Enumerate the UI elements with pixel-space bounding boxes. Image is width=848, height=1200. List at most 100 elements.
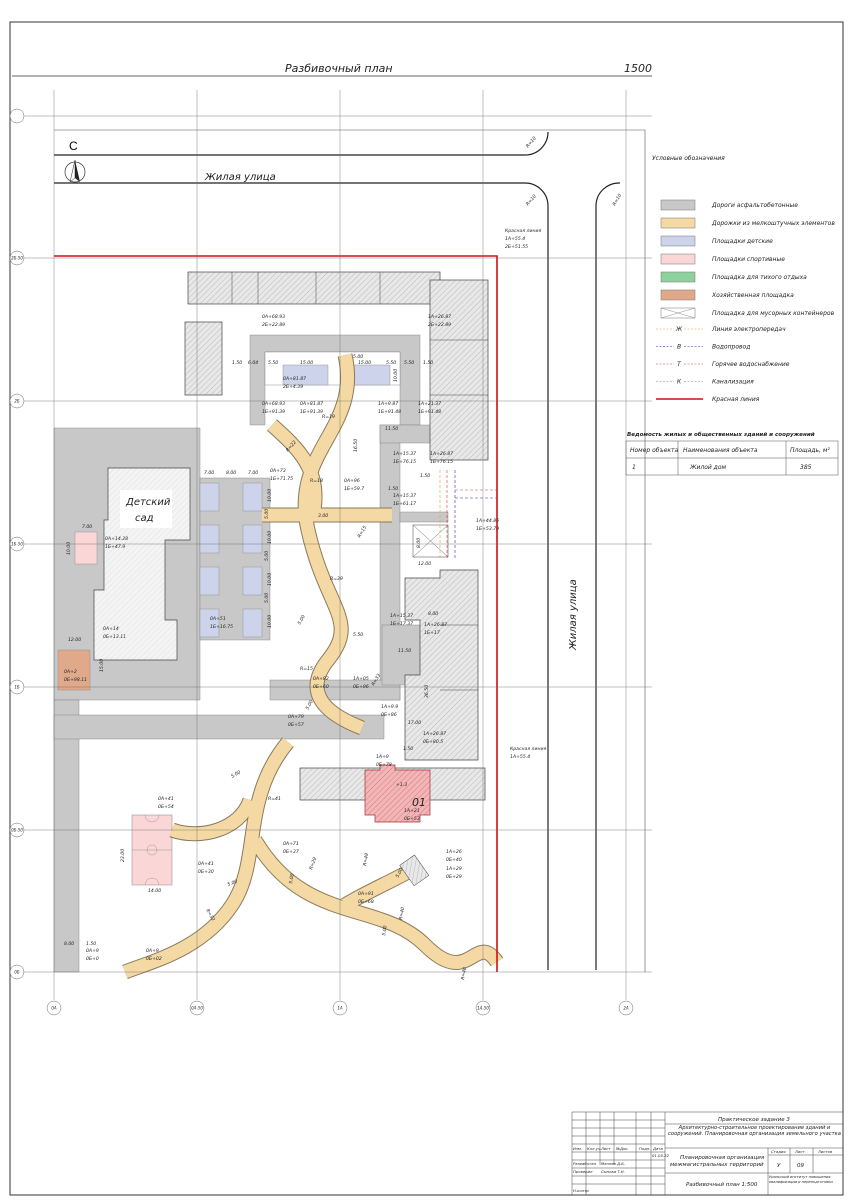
plan-annotation: 5.50	[268, 360, 278, 366]
plan-annotation: 1А+26	[446, 849, 462, 855]
grid-axis-marker	[475, 1000, 491, 1016]
tb-col-izm: Изм.	[573, 1146, 582, 1151]
grid-row-label: 2Б	[14, 399, 20, 404]
tb-developed-label: Разработал	[573, 1161, 597, 1166]
legend-item-label: Площадки спортивные	[712, 256, 785, 263]
tb-col-list: Лист	[600, 1146, 611, 1151]
plan-annotation: 0Б+13.11	[103, 634, 126, 640]
plan-annotation: 0А+81.87	[283, 376, 306, 382]
plan-annotation: 8.00	[64, 941, 74, 947]
plan-annotation: 1А+15.37	[393, 493, 416, 499]
tb-org: Уральский институт повышения квалификаци…	[769, 1175, 833, 1184]
plan-annotation: R=10	[612, 193, 624, 207]
grid-axis-marker	[9, 108, 25, 124]
plan-annotation: Красная линия	[510, 746, 546, 752]
plan-annotation: 1А+05	[353, 676, 369, 682]
tb-nkontr-label: Н.контр	[573, 1188, 589, 1193]
legend-item-label: Площадка для тихого отдыха	[712, 274, 807, 281]
plan-annotation: Красная линия	[505, 228, 541, 234]
plan-annotation: 0А+71	[283, 841, 299, 847]
plan-annotation: 0Б+96	[353, 684, 369, 690]
red-line	[54, 255, 498, 972]
plan-annotation: R=10	[525, 193, 538, 207]
grid-axis-marker	[46, 1000, 62, 1016]
grid-axis-marker	[9, 679, 25, 695]
tb-checked-name: Сынова Т.Н.	[601, 1169, 625, 1174]
plan-annotation: 1А+21.37	[418, 401, 441, 407]
grid-axis-marker	[189, 1000, 205, 1016]
plan-annotation: 1Б+59.7	[344, 486, 364, 492]
plan-annotation: 1Б+76.15	[393, 459, 416, 465]
footpaths	[122, 353, 504, 979]
utility-area	[57, 649, 91, 691]
plan-annotation: 16.50	[353, 439, 359, 452]
plan-annotation: 15.00	[99, 659, 105, 672]
plan-annotation: 5.00	[230, 769, 242, 779]
plan-annotation: 0Б+60	[313, 684, 329, 690]
legend-swatch	[660, 235, 696, 247]
tb-task: Практическое задание 3	[718, 1117, 790, 1123]
grid-axis-marker	[9, 822, 25, 838]
plan-annotation: 1А+26.87	[428, 314, 451, 320]
plan-annotation: R=15	[357, 525, 369, 539]
street-label-top: Жилая улица	[204, 172, 276, 183]
plan-annotation: 0Б+29	[446, 874, 462, 880]
grid-column-label: 0А-50	[191, 1006, 203, 1011]
plan-annotation: 1А+15.37	[390, 613, 413, 619]
plan-annotation: R=29	[308, 856, 318, 870]
legend-swatch	[660, 199, 696, 211]
plan-annotation: 10.00	[393, 369, 399, 382]
legend-line-code: К	[677, 379, 682, 386]
plan-annotation: 8.00	[428, 611, 438, 617]
plan-annotation: 0Б+86	[381, 712, 397, 718]
plan-annotation: 15.00	[300, 360, 313, 366]
grid-column-label: 2А	[623, 1006, 629, 1011]
plan-annotation: 10.00	[267, 489, 273, 502]
plan-annotation: 10.00	[267, 615, 273, 628]
plan-annotation: 10.00	[267, 531, 273, 544]
plan-annotation: 1.50	[420, 473, 430, 479]
plan-annotation: 5.00	[264, 551, 270, 561]
sports-ground	[131, 814, 173, 886]
plan-annotation: 8.00	[416, 538, 422, 548]
plan-annotation: 0Б+40	[446, 857, 462, 863]
plan-annotation: 1.50	[403, 746, 413, 752]
plan-annotation: 5.00	[381, 925, 389, 936]
plan-annotation: 0Б+98.11	[64, 677, 87, 683]
plan-annotation: 1А+55.4	[505, 236, 525, 242]
table-header-number: Номер объекта	[630, 447, 679, 454]
plan-annotation: R=10	[525, 135, 538, 149]
plan-annotation: 0Б+80.5	[423, 739, 443, 745]
plan-annotation: 1Б+91.39	[300, 409, 323, 415]
grid-column-label: 1А-50	[477, 1006, 489, 1011]
plan-annotation: 1А+29	[446, 866, 462, 872]
table-cell-name: Жилой дом	[689, 464, 726, 471]
grid-row-label: 0Б	[14, 970, 20, 975]
legend-line-code: Т	[677, 361, 682, 368]
grid-column-label: 0А	[51, 1006, 57, 1011]
tb-subject-1: Планировочная организация	[680, 1155, 765, 1161]
plan-annotation: 0А+73	[270, 468, 286, 474]
plan-title: Разбивочный план	[285, 62, 393, 75]
legend-title: Условные обозначения	[652, 155, 725, 162]
tb-date: 01.05.22	[652, 1153, 669, 1158]
container-bin	[399, 854, 430, 887]
plan-annotation: 0А+91	[358, 891, 374, 897]
plan-annotation: 5.00	[288, 873, 296, 884]
grid-axis-marker	[9, 250, 25, 266]
legend-line-code: В	[677, 344, 681, 351]
plan-annotation: 0Б+54	[158, 804, 174, 810]
plan-annotation: 1Б+17.37	[390, 621, 413, 627]
grid-axis-marker	[618, 1000, 634, 1016]
tb-subject-2: межмагистральных территорий	[670, 1162, 764, 1168]
plan-annotation: 8.00	[226, 470, 236, 476]
legend-code-bg	[674, 325, 684, 333]
tb-col-date: Дата	[652, 1146, 664, 1151]
legend-item-label: Площадки детские	[712, 238, 773, 245]
plan-annotation: R=40	[398, 907, 406, 921]
table-cell-number: 1	[632, 464, 636, 471]
plan-annotation: 1Б+76.15	[430, 459, 453, 465]
plan-annotation: 5.00	[264, 509, 270, 519]
